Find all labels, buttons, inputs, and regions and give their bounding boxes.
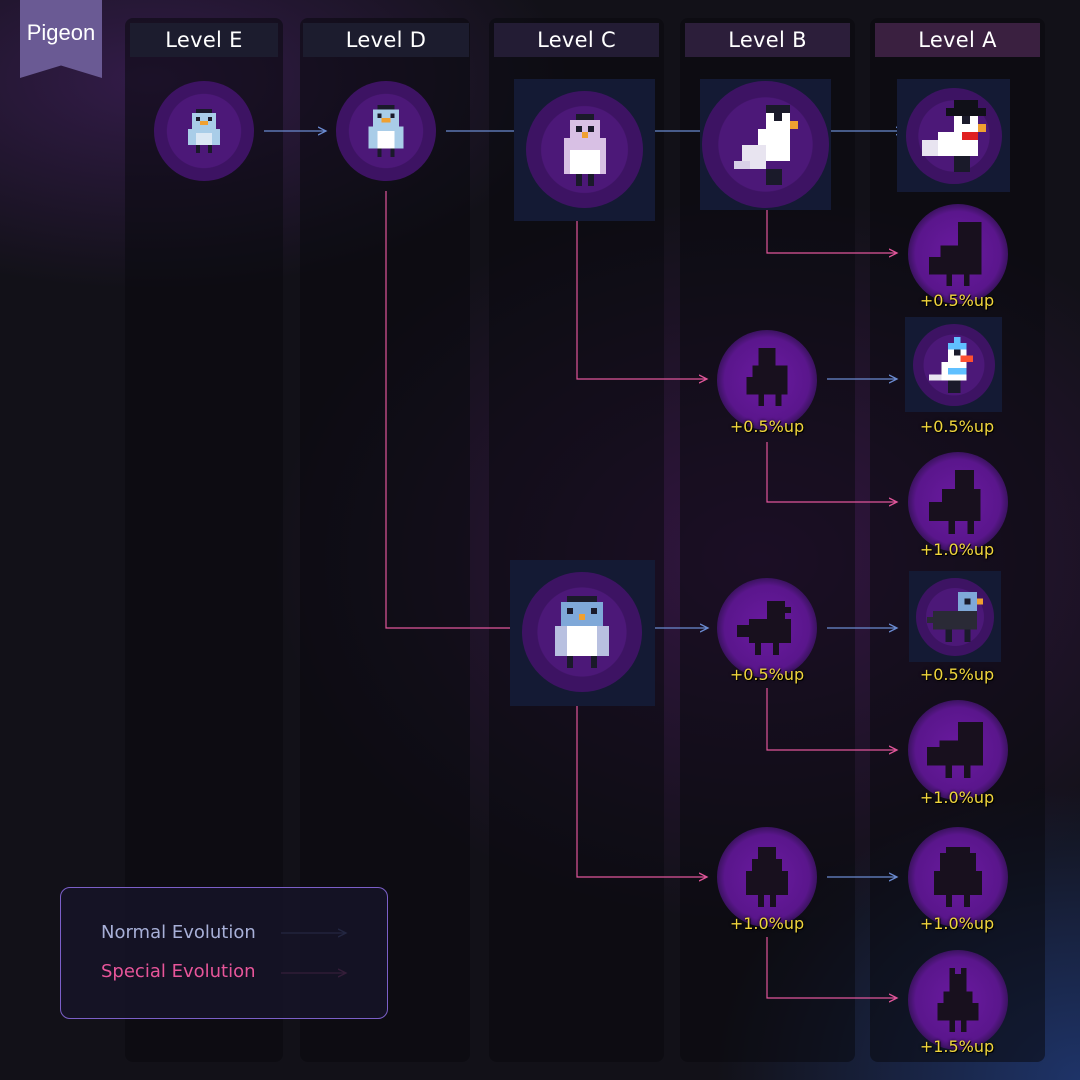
baby-pigeon-icon: [184, 109, 224, 153]
special-link-b4-a8: [767, 937, 897, 998]
level-c-pigeon-node-1[interactable]: [526, 91, 643, 208]
level-b-locked-node-4[interactable]: [717, 827, 817, 927]
level-a-locked-node-4[interactable]: [908, 452, 1008, 552]
level-b-locked-node-2[interactable]: [717, 330, 817, 430]
locked-silhouette-icon: [927, 847, 989, 907]
bonus-label-b2: +0.5%up: [707, 417, 827, 436]
level-a-locked-node-2[interactable]: [908, 204, 1008, 304]
evolution-legend: Normal Evolution Special Evolution: [60, 887, 388, 1019]
plump-pigeon-icon: [549, 596, 615, 668]
level-b-locked-node-3[interactable]: [717, 578, 817, 678]
bonus-label-a8: +1.5%up: [897, 1037, 1017, 1056]
level-d-pigeon-node[interactable]: [336, 81, 436, 181]
bonus-label-a7: +1.0%up: [897, 914, 1017, 933]
level-c-pigeon-node-2[interactable]: [522, 572, 642, 692]
young-pigeon-icon: [364, 105, 408, 157]
locked-silhouette-icon: [737, 601, 797, 655]
level-a-pigeon-node-1[interactable]: [906, 88, 1002, 184]
special-link-b2-a4: [767, 442, 897, 502]
level-a-pigeon-node-5[interactable]: [916, 578, 994, 656]
party-hat-dove-icon: [929, 336, 979, 394]
legend-normal-label: Normal Evolution: [101, 922, 256, 943]
level-a-locked-node-6[interactable]: [908, 700, 1008, 800]
locked-silhouette-icon: [929, 470, 987, 534]
bonus-label-b3: +0.5%up: [707, 665, 827, 684]
legend-special-label: Special Evolution: [101, 961, 256, 982]
level-a-pigeon-node-3[interactable]: [913, 324, 995, 406]
bonus-label-a3: +0.5%up: [897, 417, 1017, 436]
level-e-pigeon-node[interactable]: [154, 81, 254, 181]
locked-silhouette-icon: [926, 722, 990, 778]
gentleman-dove-icon: [922, 100, 986, 172]
bonus-label-a5: +0.5%up: [897, 665, 1017, 684]
level-b-pigeon-node-1[interactable]: [702, 81, 829, 208]
locked-silhouette-icon: [740, 847, 794, 907]
locked-silhouette-icon: [928, 222, 988, 286]
special-link-d-c2: [386, 191, 512, 628]
bonus-label-a6: +1.0%up: [897, 788, 1017, 807]
locked-silhouette-icon: [740, 348, 794, 412]
bonus-label-a4: +1.0%up: [897, 540, 1017, 559]
level-a-locked-node-7[interactable]: [908, 827, 1008, 927]
level-a-locked-node-8[interactable]: [908, 950, 1008, 1050]
special-link-c1-b2: [577, 221, 707, 379]
special-link-b3-a6: [767, 688, 897, 750]
bonus-label-a2: +0.5%up: [897, 291, 1017, 310]
bonus-label-b4: +1.0%up: [707, 914, 827, 933]
locked-silhouette-icon: [931, 968, 985, 1032]
dark-pigeon-icon: [927, 592, 983, 642]
special-link-c2-b4: [577, 706, 707, 877]
white-dove-icon: [734, 105, 798, 185]
special-link-b1-a2: [767, 210, 897, 253]
lavender-pigeon-icon: [558, 114, 612, 186]
